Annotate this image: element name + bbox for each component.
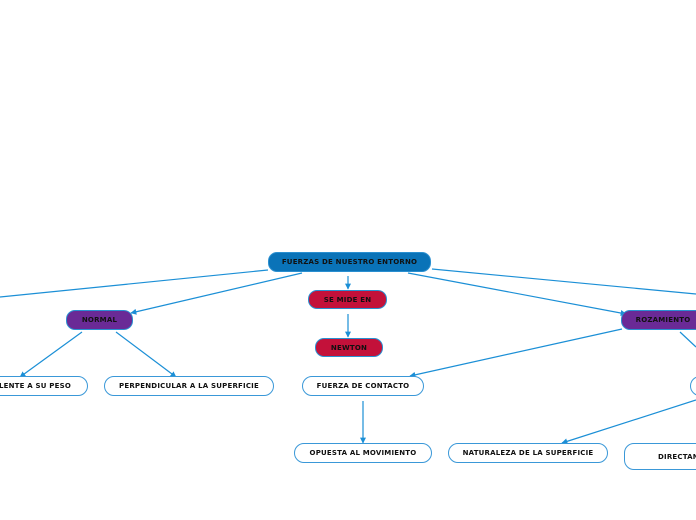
connector-normal-equivalente <box>19 331 83 378</box>
perpendicular-node[interactable]: PERPENDICULAR A LA SUPERFICIE <box>104 376 274 396</box>
directamente-node[interactable]: DIRECTAN <box>624 443 696 470</box>
newton-node[interactable]: NEWTON <box>315 338 383 357</box>
root-node[interactable]: FUERZAS DE NUESTRO ENTORNO <box>268 252 431 272</box>
connector-root-left-offscreen <box>0 269 269 298</box>
se-mide-en-node[interactable]: SE MIDE EN <box>308 290 387 309</box>
connector-root-right-offscreen <box>431 268 696 295</box>
connector-rozamiento-fuerza-contacto <box>409 328 623 378</box>
connector-root-rozamiento <box>407 272 627 316</box>
fuerza-contacto-node[interactable]: FUERZA DE CONTACTO <box>302 376 424 396</box>
rozamiento-node[interactable]: ROZAMIENTO <box>621 310 696 330</box>
equivalente-node[interactable]: ALENTE A SU PESO <box>0 376 88 396</box>
normal-node[interactable]: NORMAL <box>66 310 133 330</box>
connector-right-naturaleza <box>561 399 696 445</box>
connector-rozamiento-right <box>679 331 696 348</box>
opuesta-node[interactable]: OPUESTA AL MOVIMIENTO <box>294 443 432 463</box>
connector-normal-perpendicular <box>115 331 177 378</box>
naturaleza-node[interactable]: NATURALEZA DE LA SUPERFICIE <box>448 443 608 463</box>
connector-root-normal <box>130 272 303 315</box>
